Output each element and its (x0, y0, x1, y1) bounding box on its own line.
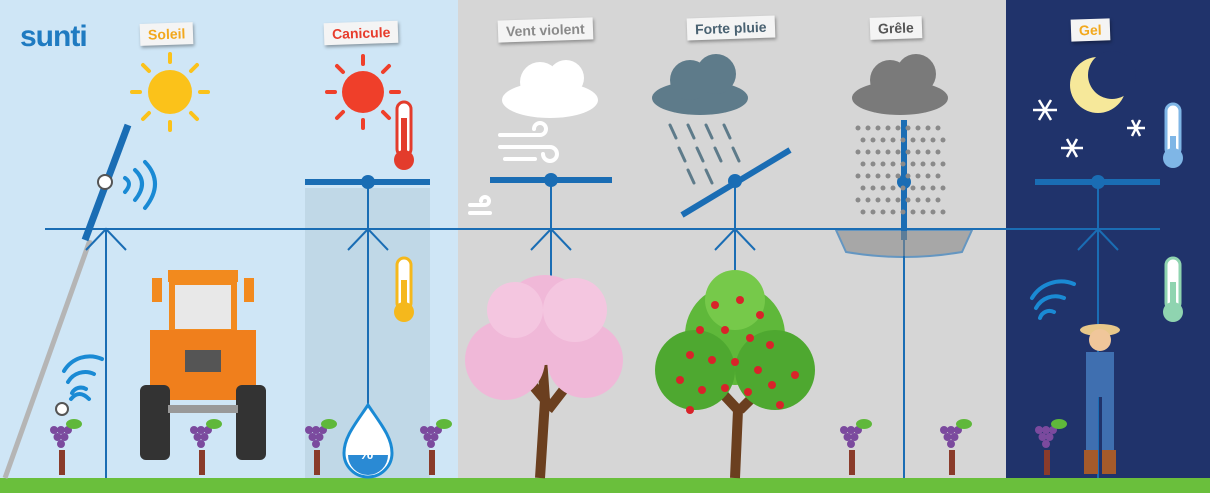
raindrops (668, 123, 741, 185)
label-gel: Gel (1070, 18, 1110, 42)
blossom-tree-icon (465, 275, 623, 479)
humidity-drop-icon (342, 402, 394, 479)
wifi-signal-icon (69, 160, 157, 401)
grape-bunch-icon (420, 419, 452, 475)
wifi-signal-icon-3 (1030, 279, 1076, 320)
thermometer-warm-icon (394, 256, 414, 322)
sun-icon (130, 52, 210, 132)
grape-bunch-icon (305, 419, 337, 475)
label-soleil: Soleil (139, 22, 194, 46)
hail-net (834, 229, 974, 258)
cherry-tree-icon (655, 270, 815, 479)
farmer-icon (1080, 324, 1120, 474)
grape-bunch-icon (190, 419, 222, 475)
posts (85, 180, 1119, 478)
grape-bunch-icon (840, 419, 872, 475)
cloud-icon (502, 60, 598, 118)
grape-bunch-icon (1035, 419, 1067, 475)
cherries (676, 296, 799, 414)
hail-dots (855, 125, 946, 215)
grass-strip (0, 478, 1210, 493)
snowflake-icons (1033, 99, 1145, 158)
wind-icon (468, 121, 559, 215)
label-vent-violent: Vent violent (497, 17, 593, 43)
thermometer-cold-icon (1163, 102, 1183, 168)
humidity-percent-symbol: % (359, 446, 374, 463)
hot-sun-icon (325, 54, 401, 130)
grape-bunch-icon (50, 419, 82, 475)
brand-logo: sunti (20, 20, 88, 53)
moon-icon (1070, 51, 1136, 113)
label-forte-pluie: Forte pluie (686, 15, 775, 41)
thermometer-mild-icon (1163, 256, 1183, 322)
hail-cloud-icon (852, 54, 948, 115)
label-canicule: Canicule (323, 20, 399, 46)
grape-bunch-icon (940, 419, 972, 475)
rain-cloud-icon (652, 54, 748, 115)
grape-vines (50, 419, 1067, 475)
label-grele: Grêle (869, 16, 923, 40)
tilted-panel-post (2, 123, 132, 479)
wifi-signal-icon-2 (62, 354, 104, 395)
thermometer-hot-icon (394, 100, 414, 170)
tractor-icon (140, 270, 266, 460)
